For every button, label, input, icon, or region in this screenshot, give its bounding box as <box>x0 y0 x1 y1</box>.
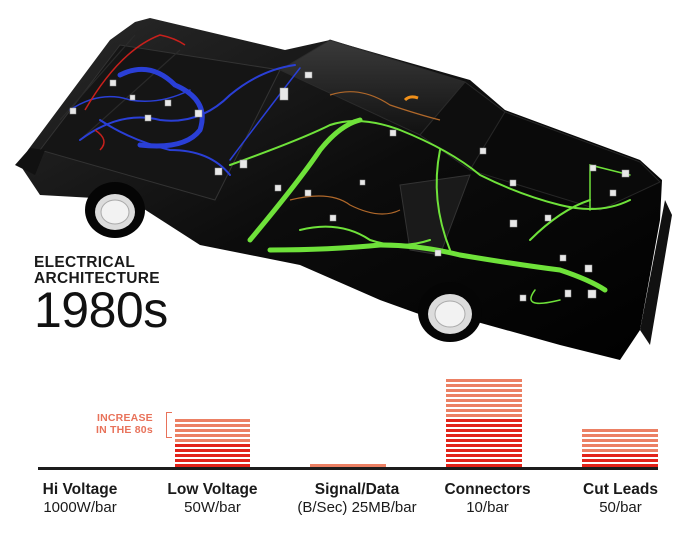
bar-segment-base <box>175 459 250 462</box>
bar-segment-base <box>582 459 658 462</box>
bar-segment-increase <box>446 394 522 397</box>
bar-segment-increase <box>582 439 658 442</box>
bar-segment-increase <box>446 399 522 402</box>
bar-segment-base <box>582 454 658 457</box>
bar-segment-base <box>446 449 522 452</box>
bar-segment-increase <box>446 404 522 407</box>
bar-segment-increase <box>446 379 522 382</box>
label-low-voltage: Low Voltage 50W/bar <box>167 481 258 516</box>
bar-segment-increase <box>310 464 386 467</box>
x-axis-baseline <box>38 467 658 470</box>
bar-segment-base <box>446 439 522 442</box>
bar-segment-increase <box>582 434 658 437</box>
bar-segment-base <box>175 449 250 452</box>
bar-segment-increase <box>582 429 658 432</box>
bar-segment-base <box>446 429 522 432</box>
bar-segment-base <box>446 454 522 457</box>
bar-segment-base <box>446 434 522 437</box>
label-signal-data: Signal/Data (B/Sec) 25MB/bar <box>297 481 417 516</box>
title-line-2: ARCHITECTURE <box>34 270 160 287</box>
label-hi-voltage: Hi Voltage 1000W/bar <box>42 481 118 516</box>
bar-segment-increase <box>446 389 522 392</box>
chart-title: ELECTRICAL ARCHITECTURE 1980s <box>34 254 168 338</box>
bar-segment-increase <box>446 409 522 412</box>
bar-segment-base <box>446 419 522 422</box>
annotation-line-1: INCREASE <box>97 412 153 424</box>
bar-chart: INCREASE IN THE 80s Hi Voltage 1000W/bar… <box>0 360 700 533</box>
bar-segment-increase <box>175 434 250 437</box>
bar-segment-increase <box>175 429 250 432</box>
label-connectors: Connectors 10/bar <box>444 481 531 516</box>
car-wiring-graphic <box>15 18 672 360</box>
title-era: 1980s <box>34 282 168 338</box>
title-line-1: ELECTRICAL <box>34 254 136 271</box>
increase-annotation: INCREASE IN THE 80s <box>96 412 153 436</box>
annotation-bracket <box>166 412 172 438</box>
bar-segment-base <box>446 464 522 467</box>
annotation-line-2: IN THE 80s <box>96 424 153 436</box>
bar-segment-increase <box>175 419 250 422</box>
bar-low-voltage <box>175 417 250 467</box>
car-illustration <box>15 18 672 360</box>
bar-segment-increase <box>446 384 522 387</box>
bar-segment-increase <box>175 424 250 427</box>
bar-segment-base <box>175 444 250 447</box>
bar-signal-data <box>310 462 386 467</box>
bar-segment-increase <box>582 449 658 452</box>
bar-segment-base <box>446 444 522 447</box>
bar-segment-base <box>446 424 522 427</box>
bar-segment-base <box>446 459 522 462</box>
bar-segment-base <box>175 454 250 457</box>
bar-segment-increase <box>582 444 658 447</box>
label-cut-leads: Cut Leads 50/bar <box>583 481 658 516</box>
bar-connectors <box>446 377 522 467</box>
bar-segment-increase <box>175 439 250 442</box>
bar-segment-base <box>582 464 658 467</box>
bar-segment-base <box>175 464 250 467</box>
bar-cut-leads <box>582 427 658 467</box>
bar-segment-increase <box>446 414 522 417</box>
